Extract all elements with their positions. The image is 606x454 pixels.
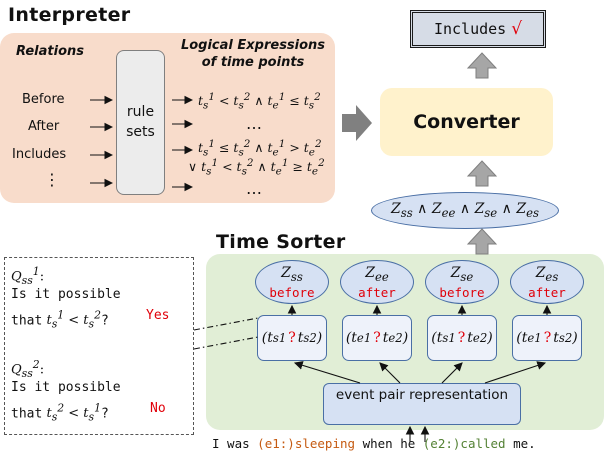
expression-more: … bbox=[246, 179, 262, 198]
interpreter-panel bbox=[0, 33, 335, 203]
expression-before: ts1 < ts2 ∧ te1 ≤ ts2 bbox=[198, 91, 321, 112]
z-es-value: after bbox=[528, 284, 566, 300]
expression-after: … bbox=[246, 114, 262, 133]
relation-includes: Includes bbox=[12, 147, 67, 162]
query-1-line2: that ts1 < ts2? bbox=[11, 309, 109, 331]
rule-sets-box bbox=[116, 50, 165, 195]
relation-more: ⋮ bbox=[44, 170, 60, 189]
z-ee-value: after bbox=[358, 284, 396, 300]
event-pair-representation-box: event pair representation bbox=[323, 383, 521, 425]
logical-expressions-header: Logical Expressions of time points bbox=[178, 37, 328, 71]
event-2-tag: (e2:) bbox=[422, 436, 461, 451]
query-2-answer: No bbox=[150, 401, 166, 416]
query-1-answer: Yes bbox=[146, 308, 170, 323]
sorter-to-z-arrow bbox=[466, 228, 498, 255]
output-label: Includes bbox=[433, 20, 507, 38]
z-ss-value: before bbox=[269, 284, 315, 300]
z-se-value: before bbox=[439, 284, 485, 300]
output-result-box: Includes √ bbox=[410, 10, 546, 48]
check-icon: √ bbox=[511, 19, 523, 39]
z-ee-ellipse: Zee after bbox=[340, 260, 414, 304]
event-2-word: called bbox=[460, 436, 506, 451]
expression-includes-2: ∨ ts1 < ts2 ∧ te1 ≥ te2 bbox=[188, 157, 325, 178]
query-examples-panel bbox=[4, 257, 194, 435]
query-1-line1: Is it possible bbox=[11, 287, 121, 302]
rule-sets-label: rule sets bbox=[126, 104, 155, 140]
example-sentence: I was (e1:)sleeping when he (e2:)called … bbox=[212, 436, 536, 451]
combined-z-expression: Zss ∧ Zee ∧ Zse ∧ Zes bbox=[391, 201, 539, 220]
combined-z-ellipse: Zss ∧ Zee ∧ Zse ∧ Zes bbox=[371, 192, 559, 229]
logical-expressions-text: Logical Expressions of time points bbox=[180, 38, 326, 70]
query-2-line2: that ts2 < ts1? bbox=[11, 402, 109, 424]
relation-after: After bbox=[28, 119, 60, 134]
z-to-converter-arrow bbox=[466, 160, 498, 187]
interpreter-title: Interpreter bbox=[8, 4, 131, 26]
event-pair-label: event pair representation bbox=[335, 387, 509, 403]
z-ss-ellipse: Zss before bbox=[255, 260, 329, 304]
time-sorter-title: Time Sorter bbox=[216, 231, 346, 253]
z-se-ellipse: Zse before bbox=[425, 260, 499, 304]
converter-label: Converter bbox=[413, 111, 520, 133]
interpreter-to-converter-arrow bbox=[342, 105, 372, 141]
expression-includes-1: ts1 ≤ ts2 ∧ te1 > te2 bbox=[198, 138, 322, 159]
event-1-tag: (e1:) bbox=[257, 436, 295, 451]
query-2-line1: Is it possible bbox=[11, 380, 121, 395]
converter-to-output-arrow bbox=[466, 52, 498, 79]
z-es-ellipse: Zes after bbox=[510, 260, 584, 304]
query-1-label: Qss1: bbox=[11, 265, 45, 287]
relation-before: Before bbox=[22, 92, 65, 107]
converter-box: Converter bbox=[380, 88, 553, 156]
query-2-label: Qss2: bbox=[11, 358, 45, 380]
event-1-word: sleeping bbox=[294, 436, 356, 451]
relations-header: Relations bbox=[16, 44, 85, 59]
